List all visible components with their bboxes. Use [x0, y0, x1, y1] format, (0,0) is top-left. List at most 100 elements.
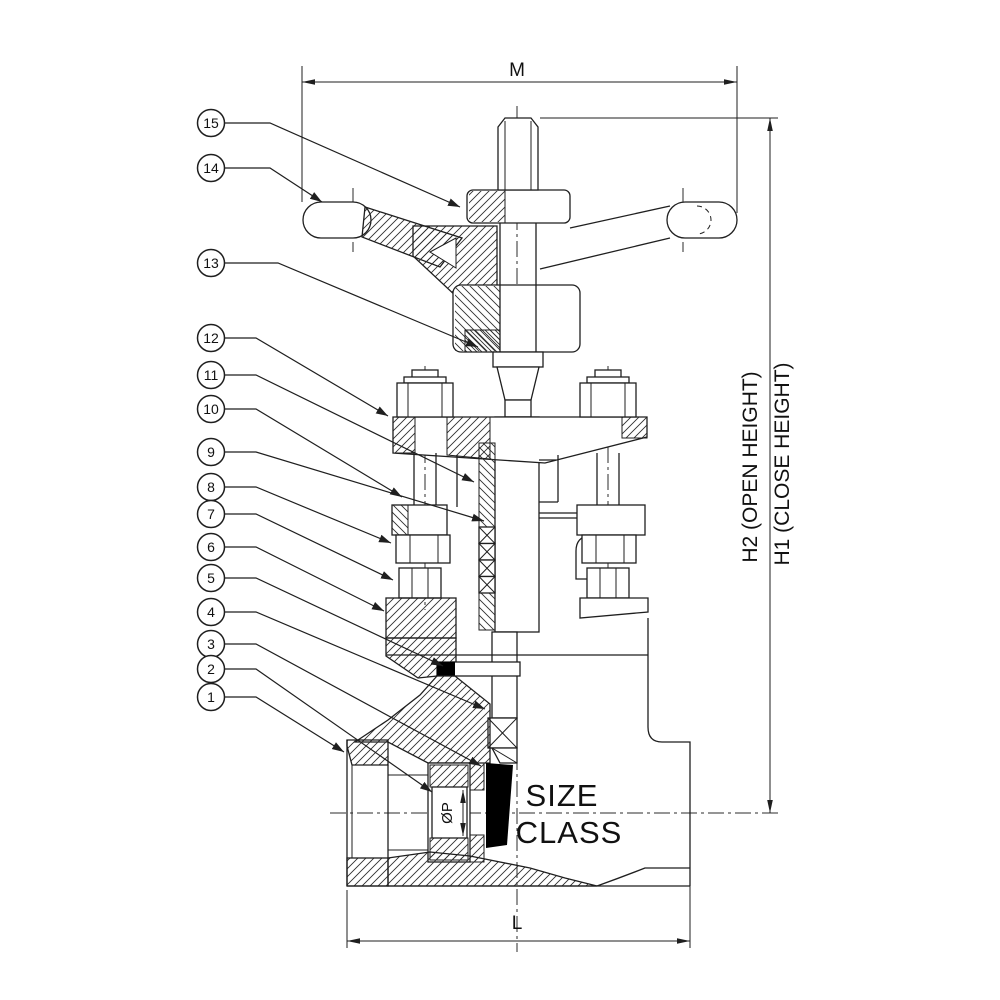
gland-flange-left [391, 504, 451, 599]
packing-rings [478, 526, 496, 594]
balloon-circle-11 [196, 360, 226, 390]
stem-threaded-top [497, 117, 539, 191]
gland-flange-right [575, 504, 646, 599]
balloon-number-8: 8 [207, 479, 215, 495]
backseat-bushing [478, 442, 496, 528]
h2-open-height-label: H2 (OPEN HEIGHT) [739, 371, 762, 562]
hub-keyway [428, 237, 457, 269]
handwheel-right-rim [666, 201, 738, 239]
stem-neck [504, 399, 532, 418]
balloon-number-13: 13 [203, 255, 219, 271]
balloon-number-10: 10 [203, 401, 219, 417]
yoke-flange-plate [392, 416, 648, 464]
h1-close-height-label: H1 (CLOSE HEIGHT) [771, 362, 794, 565]
balloon-circle-13 [196, 248, 226, 278]
balloon-5: 5 [196, 563, 444, 667]
eyebolt-nut-right [586, 567, 630, 599]
socket-top-wall [346, 739, 389, 766]
balloon-6: 6 [196, 532, 385, 612]
balloon-2: 2 [196, 654, 433, 793]
bonnet-flange-right [579, 597, 649, 619]
balloon-circle-10 [196, 394, 226, 424]
leader-line-5 [224, 577, 444, 667]
balloon-14: 14 [196, 153, 323, 203]
leader-line-12 [224, 337, 389, 417]
handwheel [302, 201, 738, 299]
leader-line-4 [224, 611, 486, 710]
balloon-1: 1 [196, 682, 345, 753]
balloon-circle-2 [196, 654, 226, 684]
balloon-number-4: 4 [207, 604, 215, 620]
leader-line-13 [224, 262, 479, 348]
balloon-circle-6 [196, 532, 226, 562]
leader-line-6 [224, 546, 385, 612]
leader-line-15 [224, 122, 461, 208]
balloon-circle-12 [196, 323, 226, 353]
yoke-flange [392, 416, 648, 464]
leader-line-9 [224, 451, 485, 522]
balloon-number-7: 7 [207, 506, 215, 522]
balloon-number-14: 14 [203, 160, 219, 176]
balloon-number-1: 1 [207, 689, 215, 705]
leader-line-14 [224, 167, 323, 203]
balloon-circle-15 [196, 108, 226, 138]
balloon-13: 13 [196, 248, 479, 348]
seat-ring [486, 763, 513, 848]
body-bottom-wall [387, 851, 598, 887]
leader-line-2 [224, 668, 433, 793]
balloon-number-3: 3 [207, 636, 215, 652]
dimension-height: H2 (OPEN HEIGHT) H1 (CLOSE HEIGHT) [540, 117, 794, 813]
class-marking: CLASS [516, 815, 623, 850]
balloon-12: 12 [196, 323, 389, 417]
balloon-7: 7 [196, 499, 394, 581]
gland-flange-plate-right [576, 504, 646, 536]
leader-line-3 [224, 643, 482, 767]
bolt-left [396, 369, 454, 530]
body-right-edge [647, 618, 691, 886]
right-arm-bottom-edge [539, 237, 671, 270]
balloon-circle-7 [196, 499, 226, 529]
leader-line-10 [224, 408, 403, 498]
eyebolt-nut-left [398, 567, 442, 599]
balloon-circle-1 [196, 682, 226, 712]
leader-line-11 [224, 374, 475, 483]
yoke-bushing-section [464, 329, 501, 353]
joint-ring [451, 661, 521, 677]
leader-line-7 [224, 513, 394, 581]
gland-follower [478, 592, 496, 631]
hex-nut-right [579, 382, 637, 418]
handwheel-nut-section [469, 191, 505, 222]
balloon-9: 9 [196, 437, 485, 522]
m-dimension-label: M [509, 60, 525, 81]
balloon-number-2: 2 [207, 661, 215, 677]
balloon-4: 4 [196, 597, 486, 710]
balloon-circle-5 [196, 563, 226, 593]
stem-collar [492, 351, 544, 368]
yoke-flange-section-right [621, 416, 648, 439]
yoke-nut [452, 284, 581, 353]
flow-passage-curve [596, 867, 690, 887]
balloon-number-9: 9 [207, 444, 215, 460]
stem-taper [496, 366, 540, 401]
dimension-m: M [301, 60, 738, 213]
gland-nut-right [581, 534, 637, 564]
l-dimension-label: L [512, 913, 523, 934]
leader-line-8 [224, 486, 392, 544]
handwheel-left-rim [302, 201, 372, 239]
right-arm-top-edge [569, 205, 671, 229]
balloon-10: 10 [196, 394, 403, 498]
balloon-number-6: 6 [207, 539, 215, 555]
hex-nut-left [396, 382, 454, 418]
balloon-number-12: 12 [203, 330, 219, 346]
dimension-bore: ØP [439, 790, 466, 836]
balloon-11: 11 [196, 360, 475, 483]
body-left-wall [352, 675, 491, 764]
balloon-circle-9 [196, 437, 226, 467]
disc-wedge [487, 717, 518, 764]
stuffing-box [478, 442, 496, 631]
balloon-number-5: 5 [207, 570, 215, 586]
balloon-number-15: 15 [203, 115, 219, 131]
